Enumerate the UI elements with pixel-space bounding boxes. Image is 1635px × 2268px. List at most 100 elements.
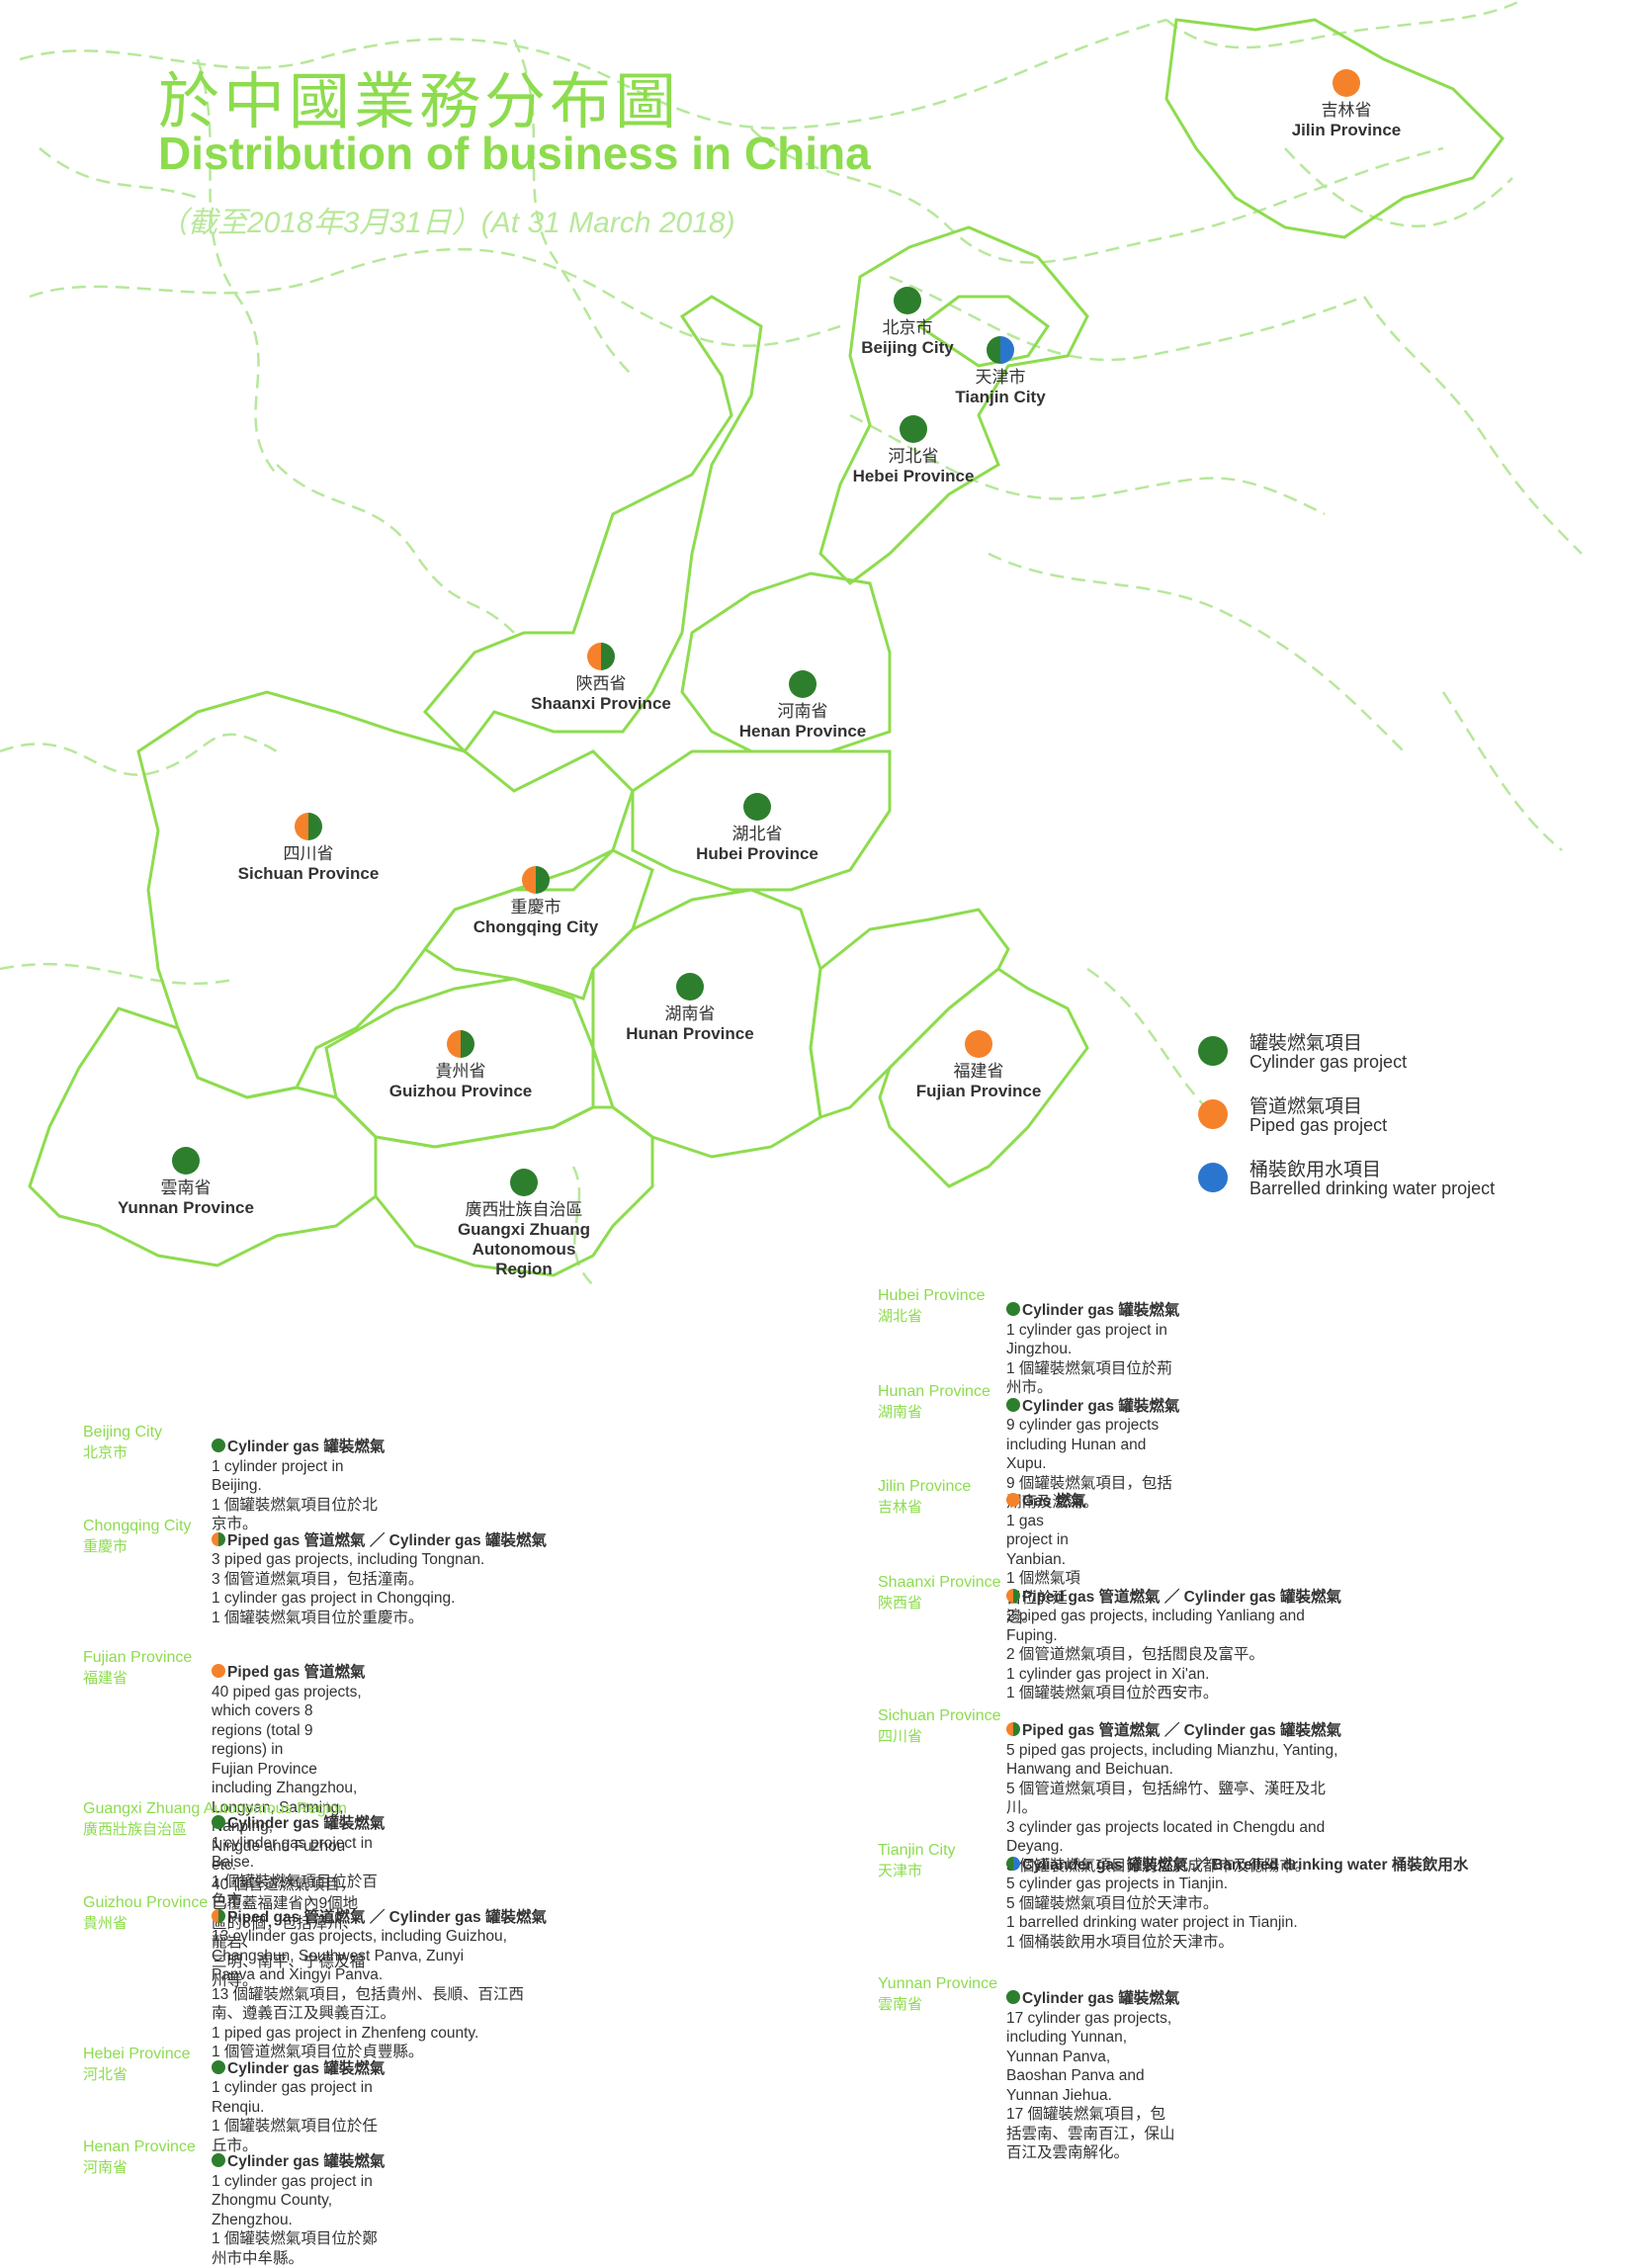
detail-header: Piped gas 管道燃氣 ／ Cylinder gas 罐裝燃氣 xyxy=(1006,1721,1341,1741)
project-dot-icon xyxy=(295,813,322,840)
detail-header: Piped gas 管道燃氣 ／ Cylinder gas 罐裝燃氣 xyxy=(212,1908,547,1928)
detail-province-zh: 貴州省 xyxy=(83,1913,129,1932)
detail-line: 1 個桶裝飲用水項目位於天津市。 xyxy=(1006,1933,1234,1951)
detail-province-en: Jilin Province xyxy=(878,1478,972,1495)
detail-line: 1 cylinder gas project in Zhongmu County… xyxy=(212,2172,378,2228)
title-chinese: 於中國業務分布圖 xyxy=(158,65,681,137)
province-name-en: Yunnan Province xyxy=(118,1198,254,1217)
detail-line: 1 cylinder gas project in Jingzhou. xyxy=(1006,1321,1172,1358)
detail-province-zh: 河南省 xyxy=(83,2158,129,2176)
province-name-en: Sichuan Province xyxy=(237,864,380,883)
detail-header: Cylinder gas 罐裝燃氣 xyxy=(212,2152,385,2172)
detail-line: 1 個管道燃氣項目位於貞豐縣。 xyxy=(212,2044,424,2060)
detail-province-en: Chongqing City xyxy=(83,1517,192,1534)
project-dot-icon xyxy=(212,2153,225,2167)
province-name-en: Henan Province xyxy=(738,722,867,741)
detail-line: 40 個管道燃氣項目，已覆蓋福建省內9個地區的8個，包括漳州、龍岩、 xyxy=(212,1875,359,1952)
province-name-zh: 河北省 xyxy=(888,447,939,466)
project-dot-icon xyxy=(987,336,1014,364)
province-name-en: Chongqing City xyxy=(473,917,599,936)
detail-province-en: Guangxi Zhuang Autonomous Region xyxy=(83,1800,347,1817)
legend-label-zh: 管道燃氣項目 xyxy=(1249,1095,1363,1117)
detail-province-zh: 福建省 xyxy=(83,1669,129,1687)
project-dot-icon xyxy=(789,670,817,698)
project-dot-icon xyxy=(900,415,927,443)
project-dot-icon xyxy=(172,1147,200,1175)
province-name-zh: 廣西壯族自治區 xyxy=(465,1200,583,1219)
detail-line: Panva and Xingyi Panva. xyxy=(212,1966,384,1983)
detail-line: 40 piped gas projects, which covers 8 re… xyxy=(212,1683,366,1759)
detail-province-en: Beijing City xyxy=(83,1424,163,1440)
province-name-en: Hubei Province xyxy=(696,844,818,863)
project-dot-icon xyxy=(212,1664,225,1678)
detail-province-en: Fujian Province xyxy=(83,1649,193,1666)
province-name-zh: 重慶市 xyxy=(510,898,561,916)
detail-line: 1 個罐裝燃氣項目位於重慶市。 xyxy=(212,1609,424,1626)
detail-line: 17 cylinder gas projects, including Yunn… xyxy=(1006,2009,1176,2065)
legend-label-en: Cylinder gas project xyxy=(1249,1052,1408,1072)
legend: 罐裝燃氣項目 Cylinder gas project 管道燃氣項目 Piped… xyxy=(1198,1028,1574,1218)
legend-item-cylinder: 罐裝燃氣項目 Cylinder gas project xyxy=(1198,1028,1574,1091)
project-dot-icon xyxy=(1006,1856,1020,1871)
legend-label-zh: 桶裝飲用水項目 xyxy=(1249,1159,1382,1180)
detail-province-en: Guizhou Province xyxy=(83,1893,209,1911)
province-name-zh: 湖南省 xyxy=(664,1004,716,1023)
project-dot-icon xyxy=(212,1439,225,1452)
detail-province-zh: 河北省 xyxy=(83,2064,129,2083)
project-dot-icon xyxy=(587,643,615,670)
detail-line: 三明、南平、宁德及福州等。 xyxy=(212,1953,366,1990)
detail-province-zh: 湖北省 xyxy=(878,1307,923,1325)
detail-line: 1 cylinder gas project in Renqiu. xyxy=(212,2079,378,2116)
detail-header: Cyliander gas 罐裝燃氣 ／ Barrelled drinking … xyxy=(1006,1856,1468,1875)
detail-province-en: Hunan Province xyxy=(878,1382,990,1400)
province-name-en: Fujian Province xyxy=(915,1082,1042,1100)
legend-label-en: Piped gas project xyxy=(1249,1115,1388,1135)
project-dot-icon xyxy=(1006,1588,1020,1603)
province-name-zh: 天津市 xyxy=(975,368,1026,387)
legend-label-en: Barrelled drinking water project xyxy=(1249,1178,1496,1198)
detail-line: 3 cylinder gas projects located in Cheng… xyxy=(1006,1818,1330,1856)
province-name-zh: 陝西省 xyxy=(575,674,627,693)
detail-line: 2 piped gas projects, including Yanliang… xyxy=(1006,1608,1310,1644)
detail-province-zh: 四川省 xyxy=(878,1727,923,1745)
detail-header-text: Cylinder gas 罐裝燃氣 xyxy=(1022,1302,1180,1319)
detail-line: 13 個罐裝燃氣項目，包括貴州、長順、百江西南、遵義百江及興義百江。 xyxy=(212,1985,525,2023)
province-name-en: Hunan Province xyxy=(626,1024,754,1043)
detail-line: 5 piped gas projects, including Mianzhu,… xyxy=(1006,1741,1342,1779)
title-english: Distribution of business in China xyxy=(158,128,871,179)
project-dot-icon xyxy=(1333,69,1360,97)
province-name-en: Guangxi Zhuang Autonomous Region xyxy=(457,1220,591,1278)
detail-line: 3 個管道燃氣項目，包括潼南。 xyxy=(212,1570,424,1588)
detail-text: Piped gas 管道燃氣 ／ Cylinder gas 罐裝燃氣 2 pipe… xyxy=(1006,1588,1341,1703)
detail-header-text: Piped gas 管道燃氣 ／ Cylinder gas 罐裝燃氣 xyxy=(1022,1588,1341,1606)
detail-line: 1 個罐裝燃氣項目位於任丘市。 xyxy=(212,2118,378,2154)
province-name-en: Shaanxi Province xyxy=(531,694,671,713)
detail-text: Piped gas 管道燃氣 40 piped gas projects, whi… xyxy=(212,1663,366,1991)
detail-header: Cylinder gas 罐裝燃氣 xyxy=(212,1438,385,1457)
title-date: （截至2018年3月31日）(At 31 March 2018) xyxy=(158,207,735,239)
detail-line: 1 個燃氣項目位於延邊。 xyxy=(1006,1570,1080,1625)
detail-header: Cylinder gas 罐裝燃氣 xyxy=(1006,1989,1179,2009)
project-dot-icon xyxy=(212,1908,225,1923)
project-dot-icon xyxy=(1006,1990,1020,2004)
detail-header: Piped gas 管道燃氣 ／ Cylinder gas 罐裝燃氣 xyxy=(1006,1588,1341,1608)
project-dot-icon xyxy=(522,866,550,894)
province-name-zh: 四川省 xyxy=(283,844,334,863)
province-name-en: Hebei Province xyxy=(852,467,975,485)
project-dot-icon xyxy=(965,1030,992,1058)
detail-province-zh: 陝西省 xyxy=(878,1593,923,1612)
detail-line: Ningde and Fuzhou etc. xyxy=(212,1837,350,1875)
detail-header: Piped gas 管道燃氣 ／ Cylinder gas 罐裝燃氣 xyxy=(212,1531,547,1551)
province-name-zh: 貴州省 xyxy=(435,1062,486,1081)
detail-header-text: Piped gas 管道燃氣 xyxy=(227,1664,366,1681)
detail-line: 1 個罐裝燃氣項目位於百色市。 xyxy=(212,1873,378,1910)
